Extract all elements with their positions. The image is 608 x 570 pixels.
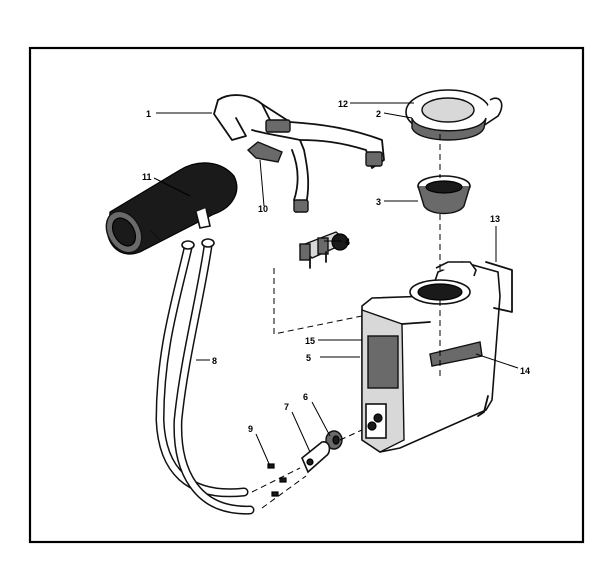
harness-strap [213, 94, 385, 213]
part-labels: 1 12 2 11 10 3 13 4 15 5 8 14 6 7 9 [142, 99, 530, 434]
label-1: 1 [146, 109, 151, 119]
label-11: 11 [142, 172, 152, 182]
nozzle-wand [105, 162, 238, 255]
label-3: 3 [376, 197, 381, 207]
strap-clip [246, 141, 283, 163]
label-12: 12 [338, 99, 348, 109]
valve [298, 231, 350, 269]
label-6: 6 [303, 392, 308, 402]
label-15: 15 [305, 336, 315, 346]
diagram-frame [28, 46, 585, 544]
label-8: 8 [212, 356, 217, 366]
tank [361, 261, 501, 453]
assembly-lines [251, 134, 441, 509]
label-sticker [485, 261, 513, 313]
strainer [417, 175, 471, 215]
label-2: 2 [376, 109, 381, 119]
lid-and-seal [405, 89, 503, 141]
label-4: 4 [345, 237, 350, 247]
label-14: 14 [520, 366, 530, 376]
label-5: 5 [306, 353, 311, 363]
label-13: 13 [490, 214, 500, 224]
label-7: 7 [284, 402, 289, 412]
label-9: 9 [248, 424, 253, 434]
label-10: 10 [258, 204, 268, 214]
hoses [155, 238, 255, 515]
leader-lines [153, 102, 519, 467]
